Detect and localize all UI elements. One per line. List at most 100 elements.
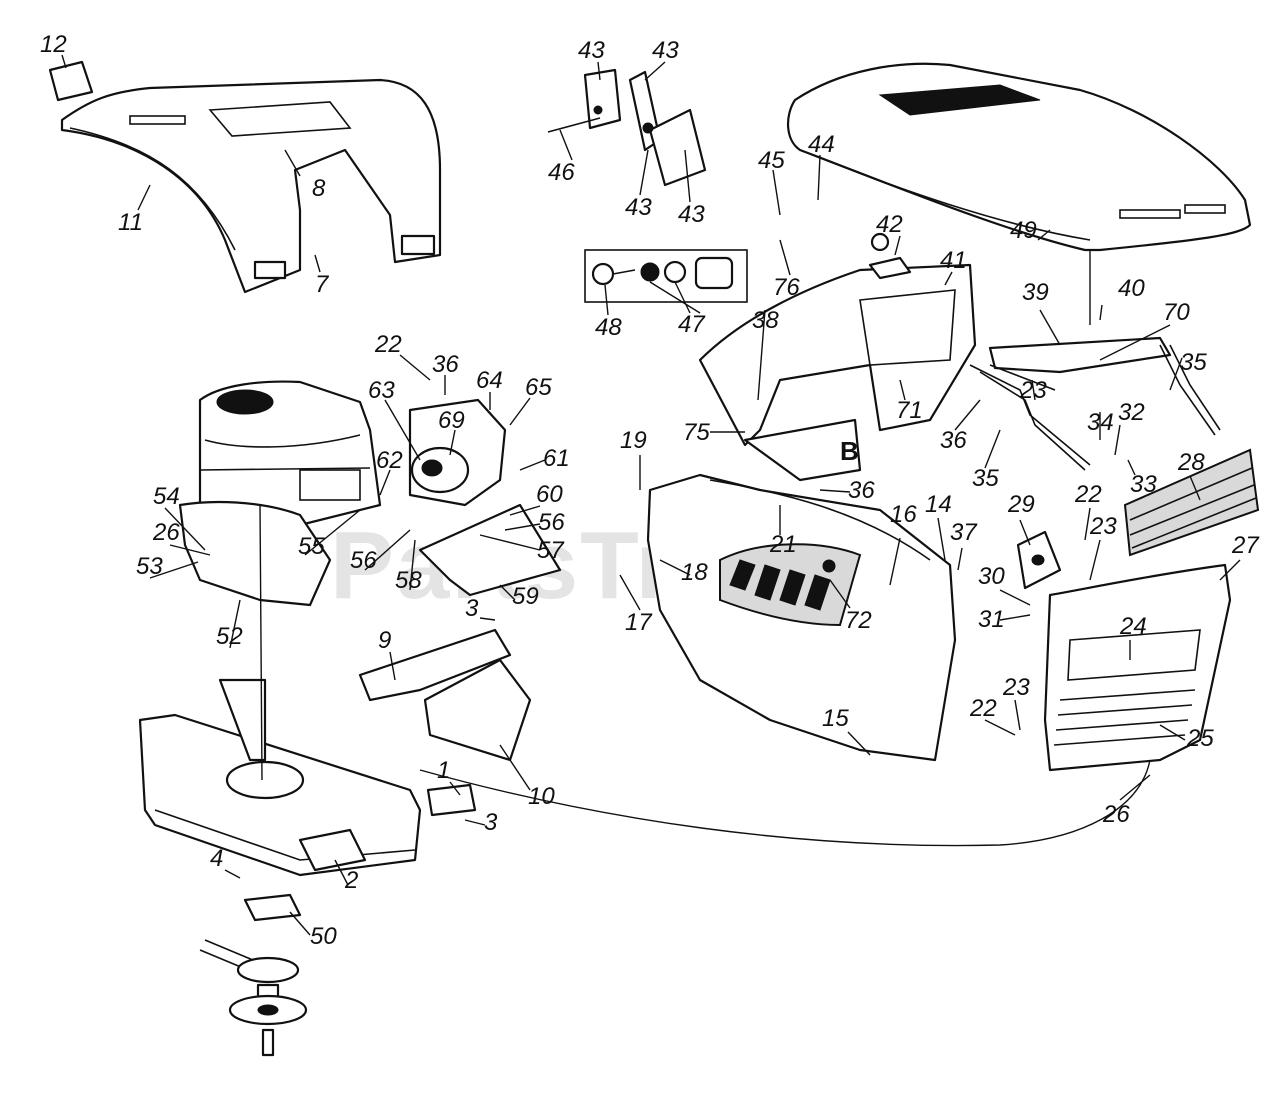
- hood-part[interactable]: [787, 62, 1252, 252]
- callout-17: 17: [625, 609, 653, 636]
- callout-10: 10: [528, 783, 555, 810]
- callout-59: 59: [512, 583, 539, 610]
- assembly-leader-line: [419, 759, 1151, 847]
- engine-base-plate[interactable]: [178, 500, 332, 607]
- grille-bracket-part[interactable]: [1016, 530, 1062, 590]
- callout-41: 41: [940, 247, 967, 274]
- grille-part[interactable]: [1043, 563, 1232, 772]
- fender-part[interactable]: [60, 78, 442, 294]
- callout-15: 15: [822, 705, 849, 732]
- callout-26-a: 26: [152, 519, 180, 546]
- dash-bracket-part[interactable]: [743, 418, 862, 482]
- callout-37: 37: [950, 519, 978, 546]
- callout-69: 69: [438, 407, 465, 434]
- hood-support-rod-right[interactable]: [1159, 344, 1221, 436]
- callout-35-b: 35: [972, 465, 999, 492]
- callout-56-a: 56: [538, 509, 565, 536]
- callout-36-b: 36: [848, 477, 875, 504]
- callout-22-b: 22: [969, 695, 997, 722]
- belt-guard-part[interactable]: [408, 398, 507, 507]
- callout-25: 25: [1186, 725, 1214, 752]
- callout-43-a: 43: [578, 37, 605, 64]
- callout-47: 47: [678, 311, 706, 338]
- callout-36-c: 36: [432, 351, 459, 378]
- callout-64: 64: [476, 367, 503, 394]
- callout-B: B: [840, 436, 859, 466]
- engine-part[interactable]: [198, 380, 382, 527]
- callout-42: 42: [876, 211, 903, 238]
- callout-19: 19: [620, 427, 647, 454]
- callout-52: 52: [216, 623, 243, 650]
- callout-29: 29: [1007, 491, 1035, 518]
- callout-2: 2: [344, 867, 358, 894]
- callout-26-b: 26: [1102, 801, 1130, 828]
- fender-insert-part[interactable]: [48, 60, 94, 102]
- callout-43-c: 43: [625, 194, 652, 221]
- callout-46: 46: [548, 159, 575, 186]
- belt-cover-part[interactable]: [418, 503, 562, 597]
- callout-11: 11: [118, 209, 143, 236]
- callout-56-b: 56: [350, 547, 377, 574]
- callout-23-c: 23: [1002, 674, 1030, 701]
- axle-support-part[interactable]: [426, 783, 477, 817]
- callout-35-a: 35: [1180, 349, 1207, 376]
- callout-63: 63: [368, 377, 395, 404]
- callout-30: 30: [978, 563, 1005, 590]
- grille-screen-part[interactable]: [1123, 448, 1260, 557]
- ignition-switch-kit[interactable]: [584, 249, 748, 303]
- callout-1: 1: [437, 757, 450, 784]
- frame-part[interactable]: [138, 678, 422, 877]
- callout-36-a: 36: [940, 427, 967, 454]
- callout-23-b: 23: [1089, 513, 1117, 540]
- callout-61: 61: [543, 445, 570, 472]
- callout-3-a: 3: [465, 595, 479, 622]
- callout-55: 55: [298, 533, 325, 560]
- callout-40: 40: [1118, 275, 1145, 302]
- callout-28: 28: [1177, 449, 1205, 476]
- dash-panel-part[interactable]: [698, 232, 977, 447]
- callout-45: 45: [758, 147, 785, 174]
- callout-8: 8: [312, 175, 326, 202]
- hood-support-rod-left[interactable]: [969, 364, 1091, 471]
- callout-16: 16: [890, 501, 917, 528]
- callout-70: 70: [1163, 299, 1190, 326]
- callout-22-c: 22: [374, 331, 402, 358]
- callout-3-b: 3: [484, 809, 498, 836]
- callout-38: 38: [752, 307, 779, 334]
- callout-65: 65: [525, 374, 552, 401]
- callout-7: 7: [315, 271, 330, 298]
- callout-58: 58: [395, 567, 422, 594]
- callout-22-a: 22: [1074, 481, 1102, 508]
- callout-75: 75: [683, 419, 710, 446]
- callout-53: 53: [136, 553, 163, 580]
- callout-54: 54: [153, 483, 180, 510]
- callout-49: 49: [1010, 217, 1037, 244]
- callout-9: 9: [378, 627, 391, 654]
- hood-bracket-part[interactable]: [988, 336, 1172, 391]
- callout-4: 4: [210, 845, 223, 872]
- callout-71: 71: [896, 397, 923, 424]
- callout-21: 21: [769, 531, 797, 558]
- callout-32: 32: [1118, 399, 1145, 426]
- callout-48: 48: [595, 314, 622, 341]
- pulley-assembly[interactable]: [199, 893, 308, 1057]
- callout-76: 76: [773, 274, 800, 301]
- callout-24: 24: [1119, 613, 1147, 640]
- callout-60: 60: [536, 481, 563, 508]
- callout-labels: 12 11 8 7 43 43 43 43 46 45 44 76 42 41 …: [40, 31, 1260, 950]
- callout-33: 33: [1130, 471, 1157, 498]
- callout-39: 39: [1022, 279, 1049, 306]
- steering-bracket-part[interactable]: [547, 68, 707, 187]
- callout-27: 27: [1231, 532, 1260, 559]
- axle-bracket-part[interactable]: [358, 628, 532, 762]
- callout-44: 44: [808, 131, 835, 158]
- callout-43-b: 43: [652, 37, 679, 64]
- front-panel-part[interactable]: [646, 473, 957, 762]
- callout-leaders: [61, 54, 1241, 936]
- callout-62: 62: [376, 447, 403, 474]
- engine-leader-line: [259, 504, 263, 781]
- callout-43-d: 43: [678, 201, 705, 228]
- callout-12: 12: [40, 31, 67, 58]
- callout-72: 72: [845, 607, 872, 634]
